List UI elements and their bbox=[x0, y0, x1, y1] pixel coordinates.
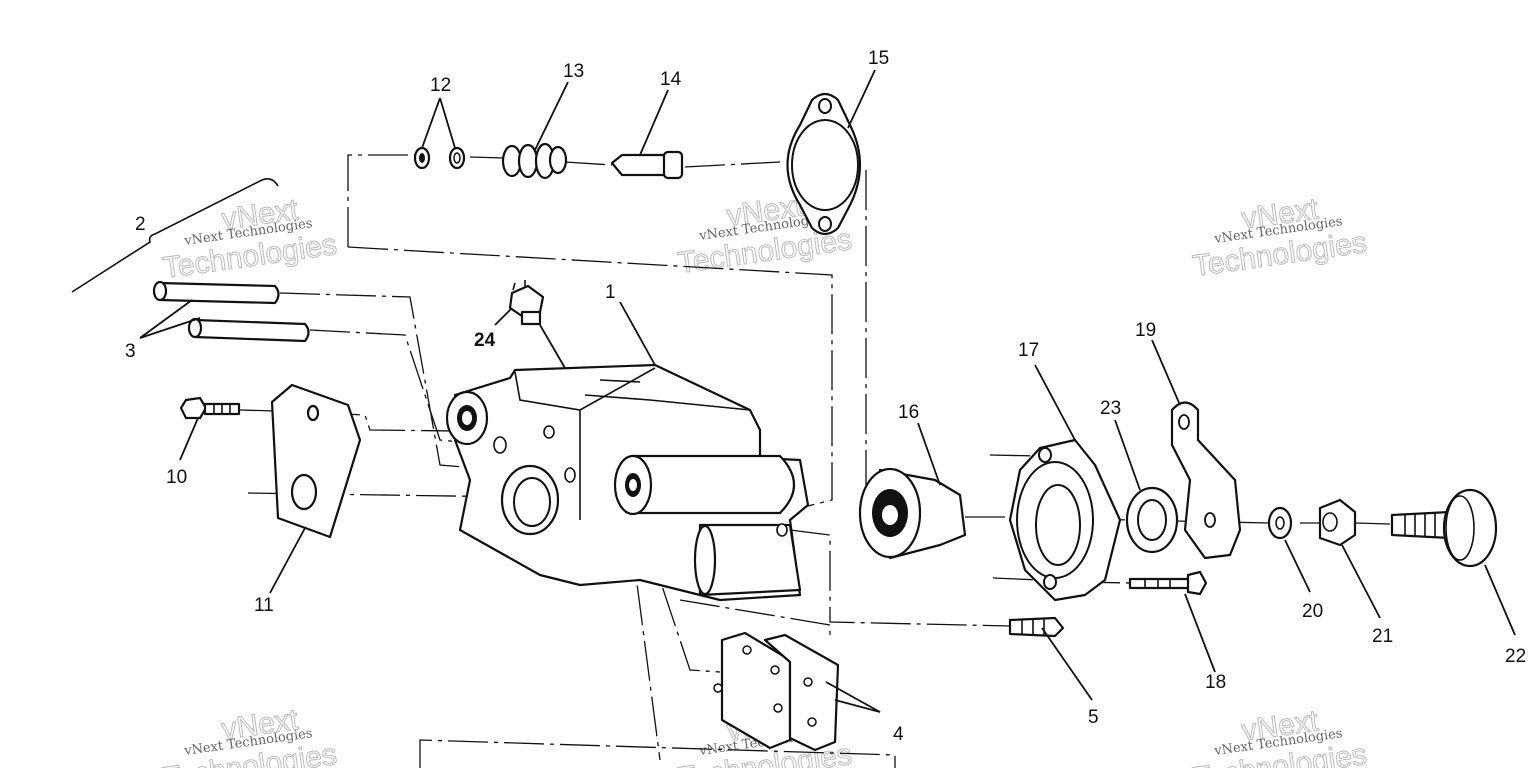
part-2-bracket bbox=[71, 178, 279, 293]
part-24-fitting bbox=[508, 280, 545, 326]
leader-lines bbox=[139, 69, 1516, 713]
callout-24: 24 bbox=[474, 330, 496, 351]
callout-16: 16 bbox=[898, 402, 919, 423]
callout-4: 4 bbox=[893, 724, 904, 745]
part-4-reed-blocks bbox=[713, 631, 840, 752]
part-13-spring bbox=[501, 142, 568, 180]
part-23-seal bbox=[1125, 486, 1179, 554]
part-5-stud bbox=[1008, 616, 1065, 638]
part-18-screw bbox=[1128, 570, 1208, 596]
part-21-nut bbox=[1318, 498, 1357, 547]
part-10-bolt bbox=[179, 396, 241, 420]
callout-18: 18 bbox=[1205, 672, 1226, 693]
part-17-cover bbox=[1008, 438, 1122, 602]
watermark-1: vNext Technologies vNext Technologies bbox=[160, 193, 339, 286]
part-12-orings bbox=[413, 146, 466, 170]
callout-17: 17 bbox=[1018, 340, 1039, 361]
callout-22: 22 bbox=[1505, 646, 1526, 667]
callout-23: 23 bbox=[1100, 398, 1121, 419]
callout-labels: 1 2 3 4 5 10 11 12 13 14 15 16 17 18 19 … bbox=[125, 48, 1526, 745]
callout-11: 11 bbox=[254, 595, 274, 616]
callout-2: 2 bbox=[135, 214, 146, 235]
callout-14: 14 bbox=[660, 69, 682, 90]
callout-10: 10 bbox=[166, 467, 187, 488]
part-1-pump-body bbox=[445, 363, 810, 602]
callout-5: 5 bbox=[1088, 707, 1099, 728]
part-22-knob bbox=[1390, 488, 1498, 568]
watermark-4: vNext Technologies vNext Technologies bbox=[160, 703, 339, 773]
part-11-plate bbox=[270, 383, 362, 539]
callout-12: 12 bbox=[430, 75, 451, 96]
part-3-pins bbox=[152, 280, 310, 343]
callout-21: 21 bbox=[1372, 626, 1393, 647]
watermark-3: vNext Technologies vNext Technologies bbox=[1190, 192, 1369, 284]
watermark-6: vNext Technologies vNext Technologies bbox=[1190, 704, 1369, 773]
part-16-seal-housing bbox=[858, 467, 967, 560]
callout-19: 19 bbox=[1135, 320, 1156, 341]
part-20-washer bbox=[1267, 506, 1293, 540]
callout-13: 13 bbox=[563, 61, 584, 82]
callout-1: 1 bbox=[605, 282, 616, 303]
part-14-plunger bbox=[610, 150, 684, 180]
callout-3: 3 bbox=[125, 341, 136, 362]
callout-20: 20 bbox=[1302, 601, 1323, 622]
callout-15: 15 bbox=[868, 48, 889, 69]
part-15-gasket bbox=[786, 92, 862, 236]
part-19-lever-arm bbox=[1170, 401, 1242, 560]
